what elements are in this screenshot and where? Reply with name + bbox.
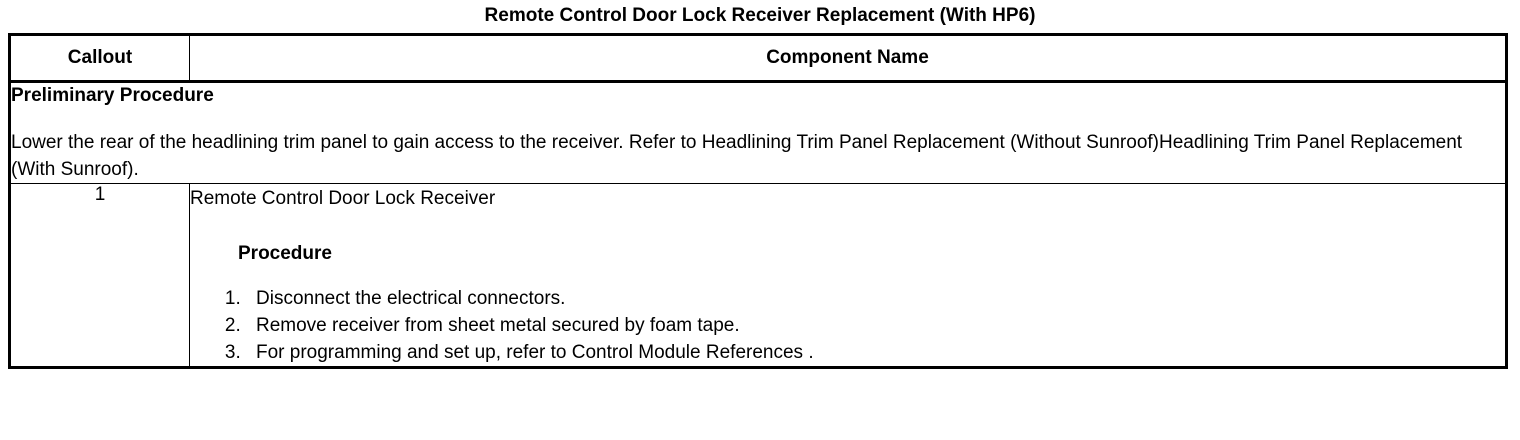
procedure-subheading: Procedure <box>238 243 332 264</box>
list-item: Disconnect the electrical connectors. <box>246 285 1505 312</box>
table-header-row: Callout Component Name <box>9 34 1507 83</box>
preliminary-procedure-cell: Preliminary Procedure Lower the rear of … <box>9 81 1507 184</box>
column-header-component-name: Component Name <box>189 34 1507 83</box>
preliminary-procedure-heading: Preliminary Procedure <box>11 85 214 106</box>
column-header-callout: Callout <box>9 34 190 83</box>
procedure-table: Callout Component Name Preliminary Proce… <box>8 33 1508 369</box>
preliminary-procedure-text: Lower the rear of the headlining trim pa… <box>11 132 1463 180</box>
page-title: Remote Control Door Lock Receiver Replac… <box>484 5 1036 26</box>
table-head: Callout Component Name <box>9 34 1507 83</box>
callout-number: 1 <box>9 183 190 368</box>
list-item: Remove receiver from sheet metal secured… <box>246 312 1505 339</box>
list-item: For programming and set up, refer to Con… <box>246 339 1505 366</box>
preliminary-procedure-row: Preliminary Procedure Lower the rear of … <box>9 81 1507 184</box>
procedure-step-list: Disconnect the electrical connectors. Re… <box>190 266 1505 366</box>
table-body: Preliminary Procedure Lower the rear of … <box>9 81 1507 368</box>
component-detail-cell: Remote Control Door Lock Receiver Proced… <box>189 183 1507 368</box>
component-name-text: Remote Control Door Lock Receiver <box>190 188 496 209</box>
table-row: 1 Remote Control Door Lock Receiver Proc… <box>9 183 1507 368</box>
